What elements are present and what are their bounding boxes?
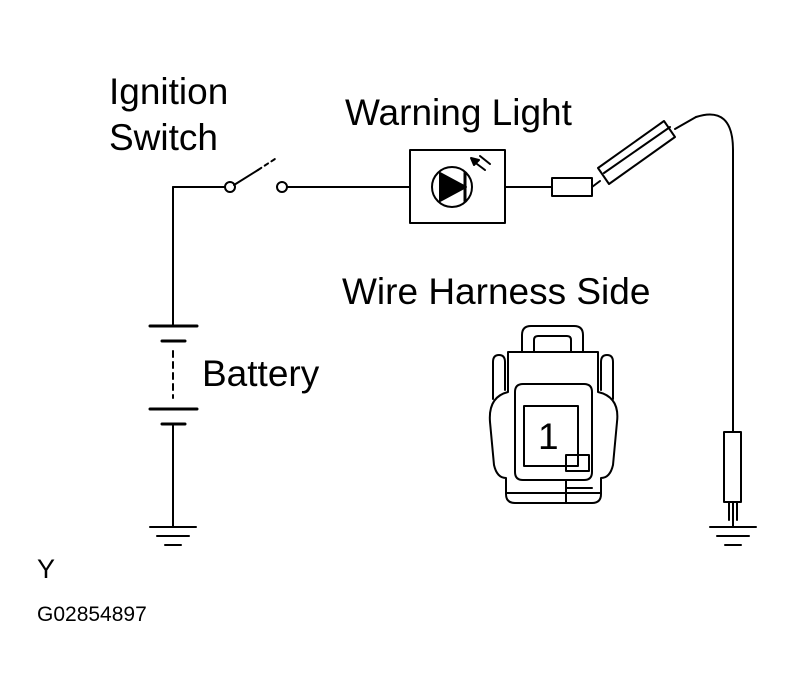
battery-label: Battery [202, 353, 320, 394]
figure-code: G02854897 [37, 603, 147, 626]
ignition-switch-label-line2: Switch [109, 117, 218, 158]
warning-light-label: Warning Light [345, 92, 572, 133]
harness-connector [488, 325, 619, 504]
wire-harness-side-label: Wire Harness Side [342, 271, 651, 312]
connector-pin-number: 1 [538, 416, 559, 457]
probe-lead [551, 113, 742, 527]
left-wire [172, 186, 226, 528]
warning-light-symbol [409, 149, 553, 224]
corner-letter: Y [37, 554, 56, 584]
ground-icon-left [149, 526, 197, 546]
ignition-switch-symbol [224, 156, 411, 193]
battery-symbol [148, 324, 199, 426]
ground-icon-right [709, 526, 757, 546]
ignition-switch-label-line1: Ignition [109, 71, 229, 112]
